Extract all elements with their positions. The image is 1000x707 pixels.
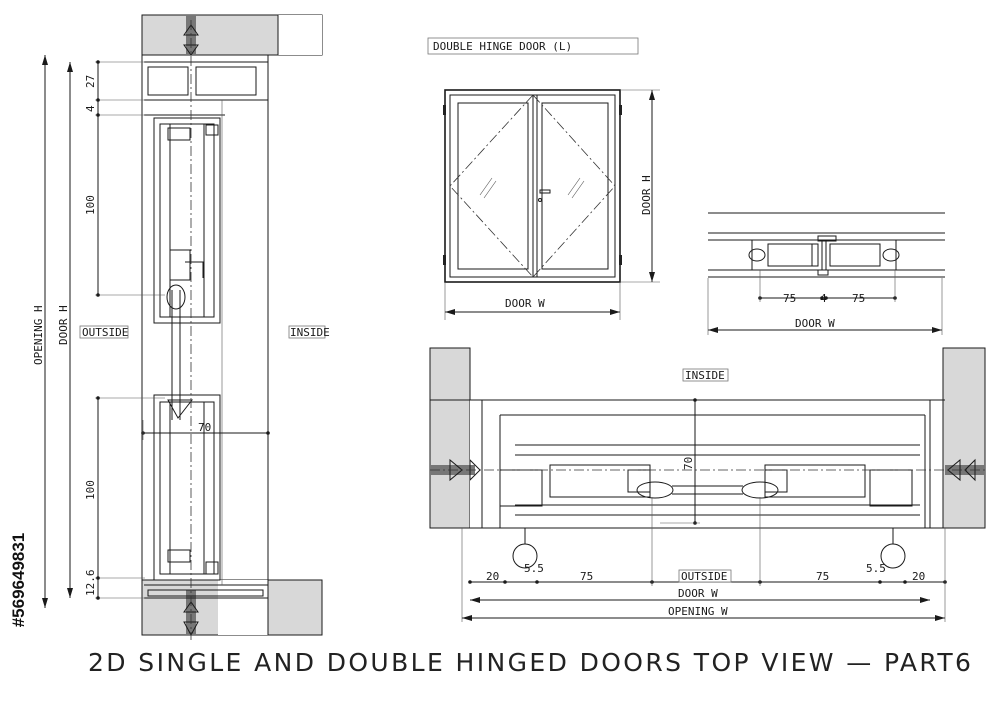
label-double-hinge-door: DOUBLE HINGE DOOR (L): [433, 40, 572, 53]
small-top-view: 75 4 75 DOOR W: [707, 212, 945, 335]
dim-5-5-left: 5.5: [524, 562, 544, 575]
label-outside-left: OUTSIDE: [82, 326, 128, 339]
dim-4: 4: [84, 105, 97, 112]
label-inside-left: INSIDE: [290, 326, 330, 339]
door-elevation: DOUBLE HINGE DOOR (L) DOOR H DOOR W: [427, 37, 660, 320]
label-door-w-elevation: DOOR W: [505, 297, 545, 310]
label-door-h-elevation: DOOR H: [640, 175, 653, 215]
dim-75-small-left: 75: [783, 292, 796, 305]
vertical-section: 27 4 100 70 100 12.6 OPENING H DOOR H OU…: [32, 14, 330, 640]
page-title: 2D SINGLE AND DOUBLE HINGED DOORS TOP VI…: [88, 648, 974, 677]
dim-100-upper: 100: [84, 195, 97, 215]
label-inside-top-view: INSIDE: [685, 369, 725, 382]
label-opening-w: OPENING W: [668, 605, 728, 618]
dim-70-vertical-section: 70: [198, 421, 211, 434]
large-top-view: 70 20 5.5 75 75 5.5 20 DOOR W OPENING W …: [429, 347, 986, 622]
dim-27: 27: [84, 75, 97, 88]
label-door-h-left: DOOR H: [57, 305, 70, 345]
dim-75-right: 75: [816, 570, 829, 583]
dim-100-lower: 100: [84, 480, 97, 500]
dim-20-right: 20: [912, 570, 925, 583]
dim-20-left: 20: [486, 570, 499, 583]
dim-4-small: 4: [820, 292, 827, 305]
wall-right: [942, 347, 986, 529]
stock-id-watermark: #569649831: [4, 470, 34, 700]
dim-70-top-view: 70: [682, 457, 695, 470]
stock-id-text: #569649831: [9, 532, 28, 628]
dim-75-small-right: 75: [852, 292, 865, 305]
label-opening-h: OPENING H: [32, 305, 45, 365]
label-door-w-small: DOOR W: [795, 317, 835, 330]
dim-75-left: 75: [580, 570, 593, 583]
dim-5-5-right: 5.5: [866, 562, 886, 575]
label-door-w-top: DOOR W: [678, 587, 718, 600]
label-outside-top-view: OUTSIDE: [681, 570, 727, 583]
dim-12-6: 12.6: [84, 570, 97, 597]
